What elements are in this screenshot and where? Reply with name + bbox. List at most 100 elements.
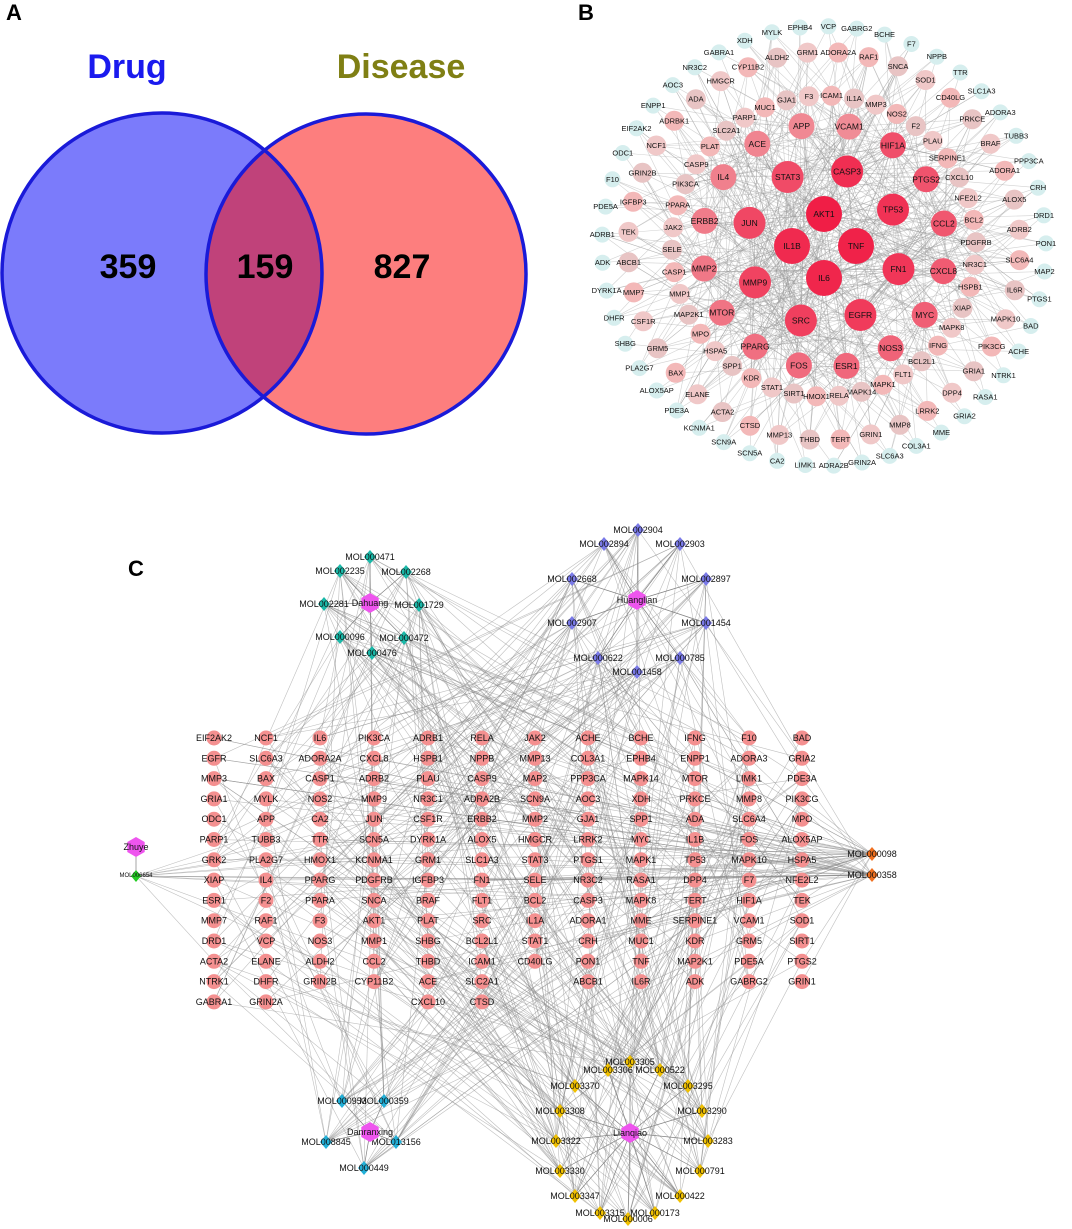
svg-text:CXCL10: CXCL10 [411, 997, 445, 1007]
svg-text:SELE: SELE [662, 245, 681, 254]
svg-text:NTRK1: NTRK1 [991, 371, 1016, 380]
svg-text:SIRT1: SIRT1 [789, 936, 814, 946]
svg-text:ACHE: ACHE [1008, 347, 1029, 356]
svg-text:ESR1: ESR1 [202, 895, 226, 905]
ppi-node-slc1a3: SLC1A3 [968, 83, 996, 100]
target-node-kcnma1: KCNMA1 [355, 852, 393, 868]
target-node-casp9: CASP9 [467, 771, 497, 787]
target-node-il6r: IL6R [631, 974, 651, 990]
ppi-node-f2: F2 [905, 116, 926, 137]
svg-text:MOL000359: MOL000359 [359, 1096, 409, 1106]
svg-text:SLC2A1: SLC2A1 [465, 977, 499, 987]
svg-text:MME: MME [631, 916, 652, 926]
svg-text:HMGCR: HMGCR [707, 77, 736, 86]
svg-text:MOL001458: MOL001458 [612, 667, 662, 677]
svg-text:MOL003315: MOL003315 [575, 1208, 625, 1218]
ppi-node-mmp13: MMP13 [766, 424, 792, 445]
svg-text:NFE2L2: NFE2L2 [785, 875, 818, 885]
svg-text:EGFR: EGFR [849, 310, 873, 320]
target-node-ace: ACE [419, 974, 437, 990]
target-node-cyp11b2: CYP11B2 [355, 974, 393, 990]
target-node-pde3a: PDE3A [787, 771, 817, 787]
svg-text:GRIN2A: GRIN2A [249, 997, 283, 1007]
target-node-nfe2l2: NFE2L2 [785, 872, 819, 888]
svg-text:TUBB3: TUBB3 [1004, 131, 1028, 140]
ppi-node-aldh2: ALDH2 [765, 47, 789, 68]
ppi-node-bad: BAD [1022, 318, 1039, 334]
target-node-mapk1: MAPK1 [626, 852, 656, 868]
svg-text:BCL2L1: BCL2L1 [466, 936, 499, 946]
venn-left-label: Drug [87, 48, 166, 86]
target-node-slc2a1: SLC2A1 [465, 974, 499, 990]
svg-text:F2: F2 [261, 895, 272, 905]
svg-text:SLC1A3: SLC1A3 [968, 87, 996, 96]
svg-text:Dahuang: Dahuang [352, 598, 389, 608]
svg-text:MPO: MPO [792, 814, 813, 824]
target-node-esr1: ESR1 [202, 892, 226, 908]
svg-text:PRKCE: PRKCE [679, 794, 710, 804]
svg-text:ADRA2B: ADRA2B [464, 794, 500, 804]
target-node-app: APP [257, 811, 275, 827]
svg-text:MOL002904: MOL002904 [613, 525, 663, 535]
ppi-node-pdgfrb: PDGFRB [960, 232, 992, 253]
svg-text:NPPB: NPPB [470, 753, 495, 763]
target-node-hspb1: HSPB1 [413, 750, 443, 766]
target-node-mpo: MPO [792, 811, 813, 827]
svg-text:ADA: ADA [688, 95, 703, 104]
svg-text:LRRK2: LRRK2 [573, 835, 602, 845]
target-node-bcl2l1: BCL2L1 [466, 933, 499, 949]
ppi-node-ncf1: NCF1 [646, 135, 667, 156]
target-node-f2: F2 [258, 892, 274, 908]
target-node-pdgfrb: PDGFRB [355, 872, 393, 888]
ppi-node-adrbk1: ADRBK1 [659, 110, 689, 131]
target-node-rasa1: RASA1 [626, 872, 656, 888]
target-node-pik3cg: PIK3CG [785, 791, 819, 807]
svg-text:GJA1: GJA1 [777, 96, 796, 105]
svg-text:PPARG: PPARG [741, 342, 770, 352]
svg-text:MYC: MYC [631, 835, 652, 845]
svg-text:ACHE: ACHE [575, 733, 600, 743]
ppi-node-flt1: FLT1 [893, 364, 914, 385]
ppi-node-akt1: AKT1 [806, 196, 842, 232]
target-node-grm1: GRM1 [415, 852, 441, 868]
ppi-node-nos3: NOS3 [877, 335, 904, 362]
svg-text:ERBB2: ERBB2 [467, 814, 497, 824]
target-node-pla2g7: PLA2G7 [249, 852, 283, 868]
target-node-nr3c1: NR3C1 [413, 791, 443, 807]
target-node-ppara: PPARA [305, 892, 335, 908]
ppi-node-col3a1: COL3A1 [902, 437, 931, 454]
svg-text:TNF: TNF [632, 956, 650, 966]
svg-text:DYRK1A: DYRK1A [410, 835, 446, 845]
target-node-kdr: KDR [685, 933, 705, 949]
svg-text:F10: F10 [741, 733, 757, 743]
ppi-node-adora3: ADORA3 [985, 104, 1016, 121]
target-node-tp53: TP53 [684, 852, 706, 868]
svg-text:MOL000476: MOL000476 [347, 648, 397, 658]
svg-text:GRIA2: GRIA2 [953, 412, 976, 421]
ppi-node-mmp7: MMP7 [623, 282, 645, 303]
svg-text:HMOX1: HMOX1 [803, 392, 830, 401]
target-node-cxcl8: CXCL8 [359, 750, 389, 766]
target-node-slc6a4: SLC6A4 [732, 811, 766, 827]
svg-text:MMP9: MMP9 [361, 794, 387, 804]
svg-text:GRIN1: GRIN1 [859, 430, 882, 439]
svg-text:Lianqiao: Lianqiao [613, 1128, 647, 1138]
ppi-node-ntrk1: NTRK1 [991, 367, 1016, 384]
svg-text:MMP13: MMP13 [519, 753, 550, 763]
svg-text:JUN: JUN [741, 218, 758, 228]
ppi-node-icam1: ICAM1 [820, 85, 843, 106]
target-node-cxcl10: CXCL10 [411, 994, 445, 1010]
svg-text:PPARA: PPARA [665, 201, 690, 210]
ppi-node-csf1r: CSF1R [631, 311, 656, 332]
svg-text:CCL2: CCL2 [933, 219, 955, 229]
svg-text:JAK2: JAK2 [664, 223, 682, 232]
ppi-node-ache: ACHE [1008, 343, 1029, 360]
svg-text:IL6: IL6 [818, 273, 830, 283]
svg-text:TEK: TEK [621, 227, 636, 236]
ppi-node-il4: IL4 [710, 164, 737, 191]
target-node-mmp1: MMP1 [361, 933, 387, 949]
target-node-hspa5: HSPA5 [788, 852, 816, 868]
target-node-rela: RELA [470, 730, 494, 746]
target-node-aldh2: ALDH2 [305, 953, 335, 969]
target-node-tert: TERT [683, 892, 707, 908]
